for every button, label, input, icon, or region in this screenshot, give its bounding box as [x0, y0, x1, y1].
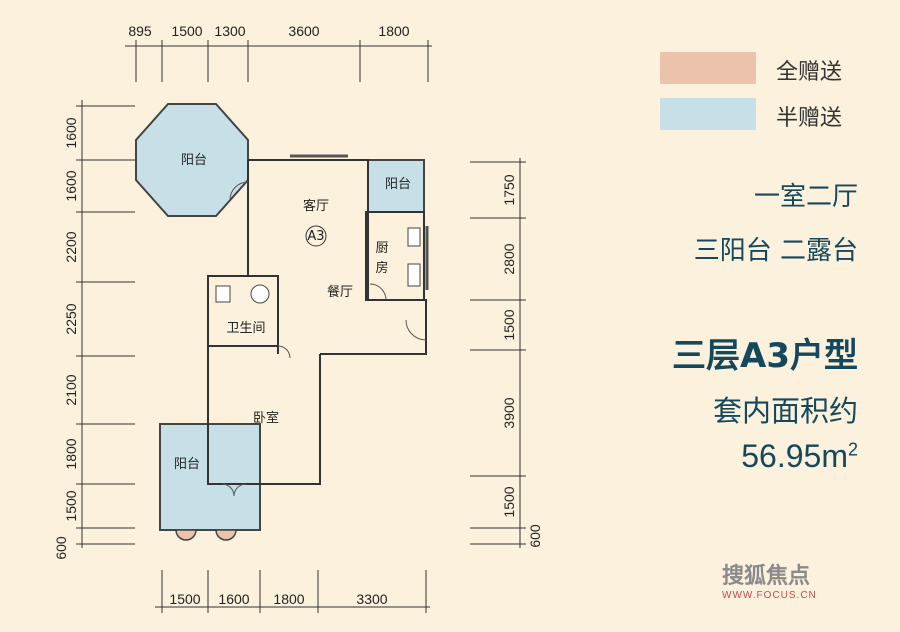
balconies-text: 三阳台 二露台: [693, 236, 858, 266]
watermark: 搜狐焦点 WWW.FOCUS.CN: [722, 558, 882, 601]
dimension-lines: [76, 40, 526, 613]
dim-left-6: 1500: [63, 490, 79, 521]
watermark-url: WWW.FOCUS.CN: [722, 590, 817, 601]
room-bathroom: 卫生间: [226, 321, 265, 336]
unit-tag-circle: [305, 225, 327, 247]
dim-top-1: 1500: [171, 23, 202, 39]
dim-top-4: 1800: [378, 23, 409, 39]
walls: [207, 154, 429, 485]
watermark-text: 搜狐焦点: [722, 564, 811, 589]
dim-left-2: 2200: [63, 231, 79, 262]
room-kitchen-1: 厨: [375, 241, 388, 256]
legend-label-full: 全赠送: [776, 60, 843, 85]
legend-swatch-full: [660, 52, 756, 84]
room-balcony-bottom: 阳台: [174, 457, 200, 472]
dim-left-labels: 1600 1600 2200 2250 2100 1800 1500 600: [53, 117, 79, 559]
door-swings: [221, 181, 427, 497]
area-value-number: 56.95m: [741, 438, 848, 474]
dim-bottom-labels: 1500 1600 1800 3300: [169, 591, 387, 607]
dim-right-1: 2800: [501, 243, 517, 274]
balcony-top-area: [135, 103, 249, 217]
stove-icon: [407, 227, 421, 247]
sink-icon: [407, 263, 421, 287]
dim-bottom-0: 1500: [169, 591, 200, 607]
dim-left-5: 1800: [63, 438, 79, 469]
area-value: 56.95m2: [741, 438, 858, 475]
dim-left-4: 2100: [63, 374, 79, 405]
dim-top-0: 895: [128, 23, 152, 39]
balcony-bottom-area: [159, 423, 261, 531]
dim-left-0: 1600: [63, 117, 79, 148]
area-value-sup: 2: [847, 439, 858, 460]
room-balcony-right: 阳台: [385, 177, 411, 192]
unit-title: 三层A3户型: [672, 336, 858, 376]
legend-swatch-half: [660, 98, 756, 130]
dim-top-2: 1300: [214, 23, 245, 39]
dim-top-3: 3600: [288, 23, 319, 39]
room-unit-tag: A3: [307, 229, 324, 244]
dim-left-7: 600: [53, 536, 69, 560]
dim-bottom-3: 3300: [356, 591, 387, 607]
fixtures: [215, 227, 421, 304]
dim-right-2: 1500: [501, 309, 517, 340]
dim-right-0: 1750: [501, 174, 517, 205]
room-kitchen-2: 房: [375, 260, 388, 276]
dim-right-3: 3900: [501, 397, 517, 428]
dim-left-3: 2250: [63, 303, 79, 334]
dim-top-labels: 895 1500 1300 3600 1800: [128, 23, 409, 39]
toilet-icon: [215, 285, 231, 303]
dim-bottom-2: 1800: [273, 591, 304, 607]
dim-left-1: 1600: [63, 170, 79, 201]
dim-bottom-1: 1600: [218, 591, 249, 607]
washbasin-icon: [250, 284, 270, 304]
room-dining: 餐厅: [327, 284, 353, 300]
area-label: 套内面积约: [712, 394, 858, 428]
dim-right-5: 600: [527, 524, 543, 548]
legend-label-half: 半赠送: [776, 106, 843, 131]
dim-right-labels: 1750 2800 1500 3900 1500 600: [501, 174, 543, 547]
room-bedroom: 卧室: [253, 410, 279, 426]
bay-windows: [175, 529, 237, 541]
layout-text: 一室二厅: [753, 182, 858, 212]
room-balcony-top: 阳台: [181, 153, 207, 168]
room-labels: 阳台 客厅 A3 阳台 厨 房 餐厅 卫生间 卧室 阳台: [174, 153, 411, 472]
room-living: 客厅: [303, 198, 329, 214]
dim-right-4: 1500: [501, 486, 517, 517]
